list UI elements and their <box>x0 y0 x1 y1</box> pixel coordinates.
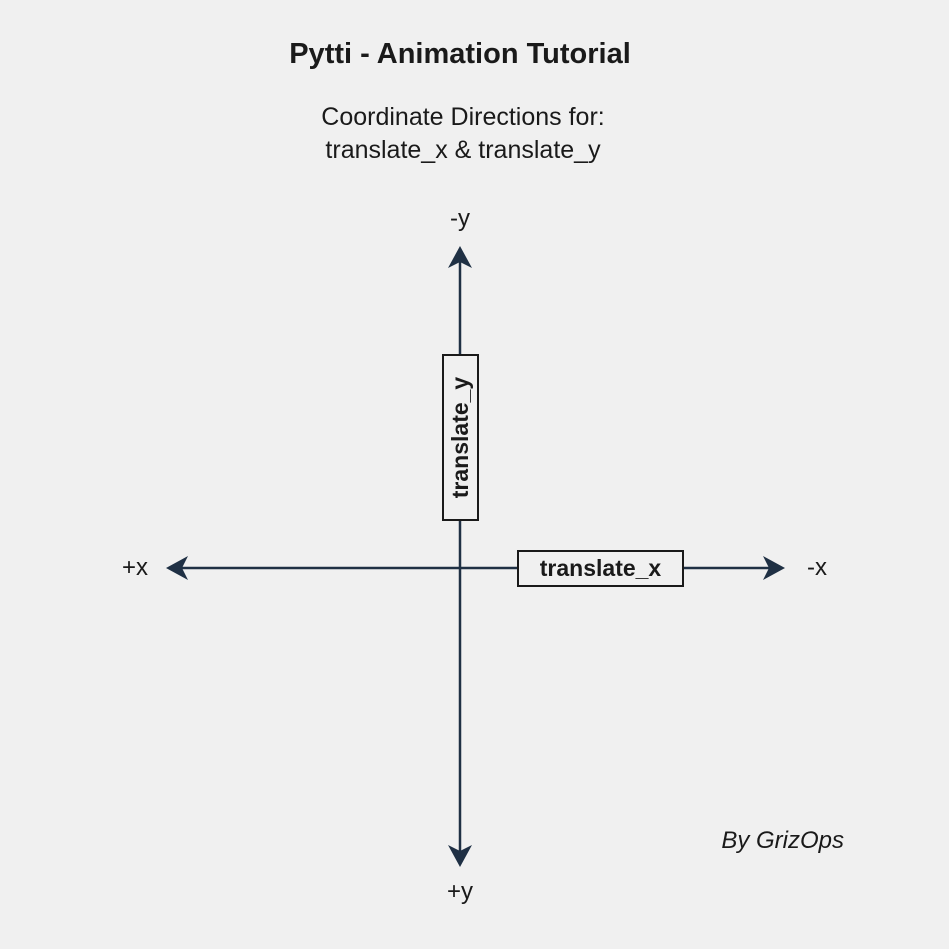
translate-y-label-box: translate_y <box>442 354 479 521</box>
subtitle-line-1: Coordinate Directions for: <box>321 103 605 131</box>
axis-label-positive-x: +x <box>121 554 148 581</box>
axis-label-negative-y: -y <box>450 205 470 232</box>
arrow-right-icon <box>763 556 785 580</box>
axis-label-negative-x: -x <box>807 554 827 581</box>
translate-x-label-box: translate_x <box>517 550 684 587</box>
axis-label-positive-y: +y <box>446 878 473 905</box>
translate-x-label: translate_x <box>539 555 662 581</box>
subtitle-line-2: translate_x & translate_y <box>325 136 601 164</box>
arrow-left-icon <box>166 556 188 580</box>
translate-y-label: translate_y <box>447 376 473 499</box>
page-title: Pytti - Animation Tutorial <box>289 38 631 70</box>
arrow-up-icon <box>448 246 472 268</box>
arrow-down-icon <box>448 845 472 867</box>
author-credit: By GrizOps <box>721 827 844 854</box>
subtitle: Coordinate Directions for: translate_x &… <box>0 101 926 167</box>
